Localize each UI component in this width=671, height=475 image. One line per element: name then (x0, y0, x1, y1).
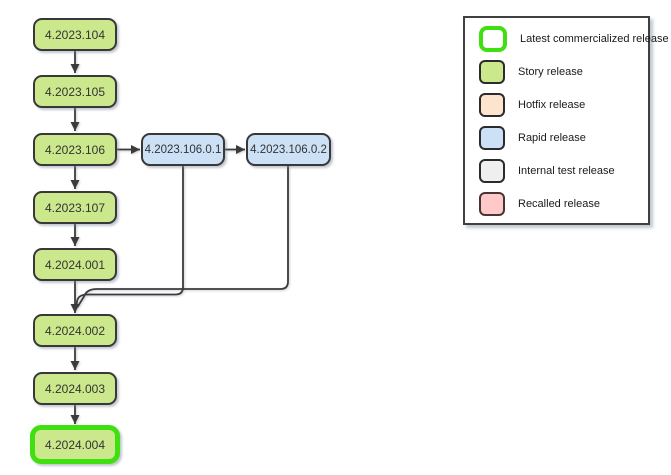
latest-release-swatch-icon (479, 25, 507, 52)
edge-rapid2-merge-to-2024002 (76, 166, 289, 308)
release-node-label: 4.2023.105 (44, 84, 106, 99)
release-node-label: 4.2024.003 (44, 381, 106, 396)
release-node: 4.2023.106.0.1 (141, 133, 225, 166)
release-node-label: 4.2024.001 (44, 257, 106, 272)
legend-item: Rapid release (479, 121, 648, 154)
release-node: 4.2024.003 (33, 372, 117, 405)
legend: Latest commercialized release Story rele… (463, 16, 669, 225)
release-node: 4.2024.001 (33, 248, 117, 281)
legend-item-label: Latest commercialized release (520, 32, 669, 45)
release-node-label: 4.2023.106.0.1 (144, 143, 222, 156)
legend-item-label: Internal test release (518, 164, 615, 177)
release-node-label: 4.2024.002 (44, 323, 106, 338)
release-node-label: 4.2023.106 (44, 142, 106, 157)
release-node-latest: 4.2024.004 (30, 425, 120, 464)
legend-item: Latest commercialized release (479, 22, 669, 55)
legend-item-label: Story release (518, 65, 583, 78)
hotfix-release-swatch-icon (479, 92, 505, 117)
legend-item: Recalled release (479, 187, 648, 220)
legend-item: Hotfix release (479, 88, 648, 121)
release-node-label: 4.2023.107 (44, 200, 106, 215)
release-node-label: 4.2023.106.0.2 (250, 143, 327, 156)
edge-rapid1-merge-to-2024002 (75, 166, 184, 310)
release-node: 4.2023.106 (33, 133, 117, 166)
story-release-swatch-icon (479, 59, 505, 84)
legend-item: Internal test release (479, 154, 648, 187)
release-node: 4.2024.002 (33, 314, 117, 347)
release-node: 4.2023.107 (33, 191, 117, 224)
release-node-label: 4.2023.104 (44, 27, 106, 42)
internal-test-release-swatch-icon (479, 158, 505, 183)
release-node: 4.2023.106.0.2 (246, 133, 331, 166)
release-node: 4.2023.104 (33, 18, 117, 51)
legend-item-label: Hotfix release (518, 98, 586, 111)
recalled-release-swatch-icon (479, 191, 505, 216)
rapid-release-swatch-icon (479, 125, 505, 150)
legend-item: Story release (479, 55, 648, 88)
release-node-label: 4.2024.004 (44, 437, 106, 452)
legend-item-label: Recalled release (518, 197, 600, 210)
release-node: 4.2023.105 (33, 75, 117, 108)
legend-item-label: Rapid release (518, 131, 586, 144)
